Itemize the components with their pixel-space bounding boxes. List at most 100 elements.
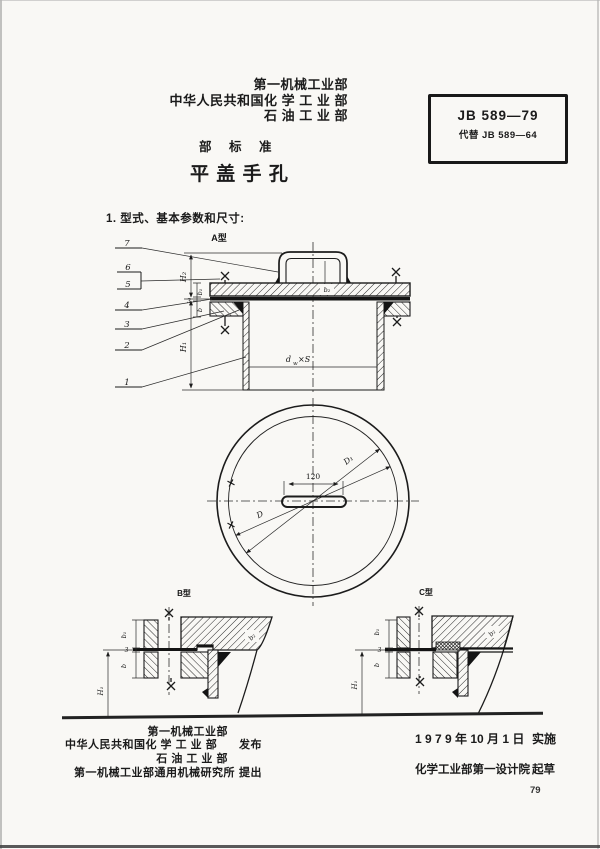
callout-2: 2 [123, 341, 129, 351]
footer-publisher-petroleum: 石 油 工 业 部 [156, 753, 228, 765]
break-curve [237, 649, 258, 714]
gasket-line [133, 648, 197, 651]
flange-ring-section [180, 651, 209, 679]
footer-propose-verb: 提出 [239, 767, 262, 779]
section-heading: 1. 型式、基本参数和尺寸: [106, 213, 245, 225]
dim-120-label: 120 [306, 472, 321, 481]
dim-d1-label: D₁ [341, 454, 355, 468]
dim-b1-label: b₁ [373, 629, 381, 636]
scan-edge-left [0, 0, 2, 849]
standard-number: JB 589—79 [457, 108, 539, 123]
dim-b2-label: b₂ [324, 286, 331, 294]
plan-centerlines [207, 398, 419, 606]
neck-wall [457, 649, 469, 697]
callout-5: 5 [125, 280, 130, 290]
gasket-section [210, 297, 410, 301]
footer-proposer: 第一机械工业部通用机械研究所 [74, 767, 235, 779]
ministry-petroleum: 石 油 工 业 部 [264, 108, 348, 123]
weld-x-marks [414, 606, 425, 687]
weld-fillet-right [384, 302, 394, 314]
standard-replaces: 代替 JB 589—64 [458, 130, 538, 141]
standard-number-box: JB 589—79 代替 JB 589—64 [428, 94, 568, 164]
type-a-callout-lines [115, 247, 279, 388]
footer-draft-verb: 起草 [532, 764, 555, 776]
footer-implement-verb: 实施 [532, 732, 557, 746]
footer-publish-verb: 发布 [239, 739, 262, 751]
scan-edge-bottom [0, 845, 600, 848]
callout-7: 7 [124, 239, 130, 249]
type-c-label: C型 [419, 587, 433, 597]
type-c-dimensions [355, 619, 397, 716]
label-backing [320, 284, 334, 295]
scan-edge-top [0, 0, 600, 1]
ministry-chemical: 中华人民共和国化 学 工 业 部 [169, 92, 348, 108]
callout-3: 3 [124, 320, 129, 330]
page-number: 79 [530, 785, 541, 796]
dim-gasket-label: 3 [187, 297, 191, 305]
scan-edge-right [597, 0, 599, 849]
weld-toe [452, 688, 458, 698]
handle-weld-left [275, 276, 279, 283]
type-a-structure [209, 251, 411, 391]
dim-h2-label: H₂ [179, 272, 188, 283]
footer-implement-date: 1 9 7 9 年 10 月 1 日 [415, 732, 525, 746]
ministry-machinery: 第一机械工业部 [253, 77, 348, 92]
handle-inner [285, 257, 341, 283]
type-c-detail-drawing: C型 b₁ 3 b H₁ b₂ [351, 587, 514, 716]
callout-4: 4 [123, 301, 129, 311]
neck-wall-left [242, 301, 250, 391]
dim-b-label: b [196, 308, 204, 312]
dim-d-label: D [254, 509, 265, 521]
dim-h1-label: H₁ [351, 680, 359, 690]
break-curve [477, 615, 514, 715]
neck-wall [207, 649, 219, 699]
label-backing [245, 630, 259, 642]
dim-b-label: b [120, 664, 128, 668]
weld-fillet [468, 652, 481, 667]
header-ministries: 第一机械工业部 中华人民共和国化 学 工 业 部 石 油 工 业 部 [100, 77, 348, 124]
handle-plan-view [281, 495, 347, 508]
dim-gasket-label: 3 [378, 647, 382, 654]
type-b-detail-drawing: B型 b₁ 3 b H₁ b₂ [97, 588, 273, 716]
type-a-dimensions [182, 252, 377, 391]
callout-1: 1 [124, 378, 129, 388]
callout-6: 6 [125, 263, 131, 273]
document-title: 平 盖 手 孔 [190, 164, 289, 185]
weld-fillet [218, 652, 231, 667]
dim-gasket-label: 3 [125, 647, 129, 654]
dim-b2-label: b₂ [247, 632, 258, 643]
weld-x-marks [164, 608, 176, 691]
flange-ring-section [432, 651, 458, 679]
standard-type-label: 部 标 准 [199, 140, 279, 154]
type-c-structure [385, 615, 514, 715]
weld-x-marks [220, 267, 402, 335]
neck-wall-right [376, 301, 385, 391]
bolt-position-marks [227, 479, 235, 529]
dim-neck-label: d w ×S [286, 355, 311, 367]
dim-b1-label: b₁ [196, 289, 204, 296]
weld-toe [202, 688, 208, 698]
dim-d-line [235, 466, 391, 536]
dim-b-label: b [373, 663, 381, 667]
plan-view-drawing: D₁ D 120 [207, 398, 419, 606]
label-backing [485, 626, 499, 638]
dim-b1-label: b₁ [120, 632, 128, 639]
type-a-section-drawing: A型 7 6 5 4 3 2 [115, 232, 411, 392]
handle-outer [278, 251, 348, 283]
footer-publisher-machinery: 第一机械工业部 [147, 726, 228, 738]
weld-fillet-left [233, 302, 243, 314]
footer-publisher-chemical: 中华人民共和国化 学 工 业 部 [65, 739, 218, 751]
svg-text:d: d [286, 355, 291, 364]
serrated-face [435, 641, 461, 651]
gasket-line [385, 648, 436, 652]
gasket-tongue [197, 644, 213, 648]
handle-weld-right [347, 276, 351, 283]
dim-b2-label: b₂ [487, 628, 498, 639]
handle-dim-extensions [283, 481, 344, 495]
dim-h1-label: H₁ [179, 342, 188, 353]
svg-text:w: w [293, 361, 298, 367]
type-b-dimensions [103, 619, 144, 716]
cover-plate-section [209, 282, 411, 297]
svg-text:×S: ×S [298, 355, 311, 364]
